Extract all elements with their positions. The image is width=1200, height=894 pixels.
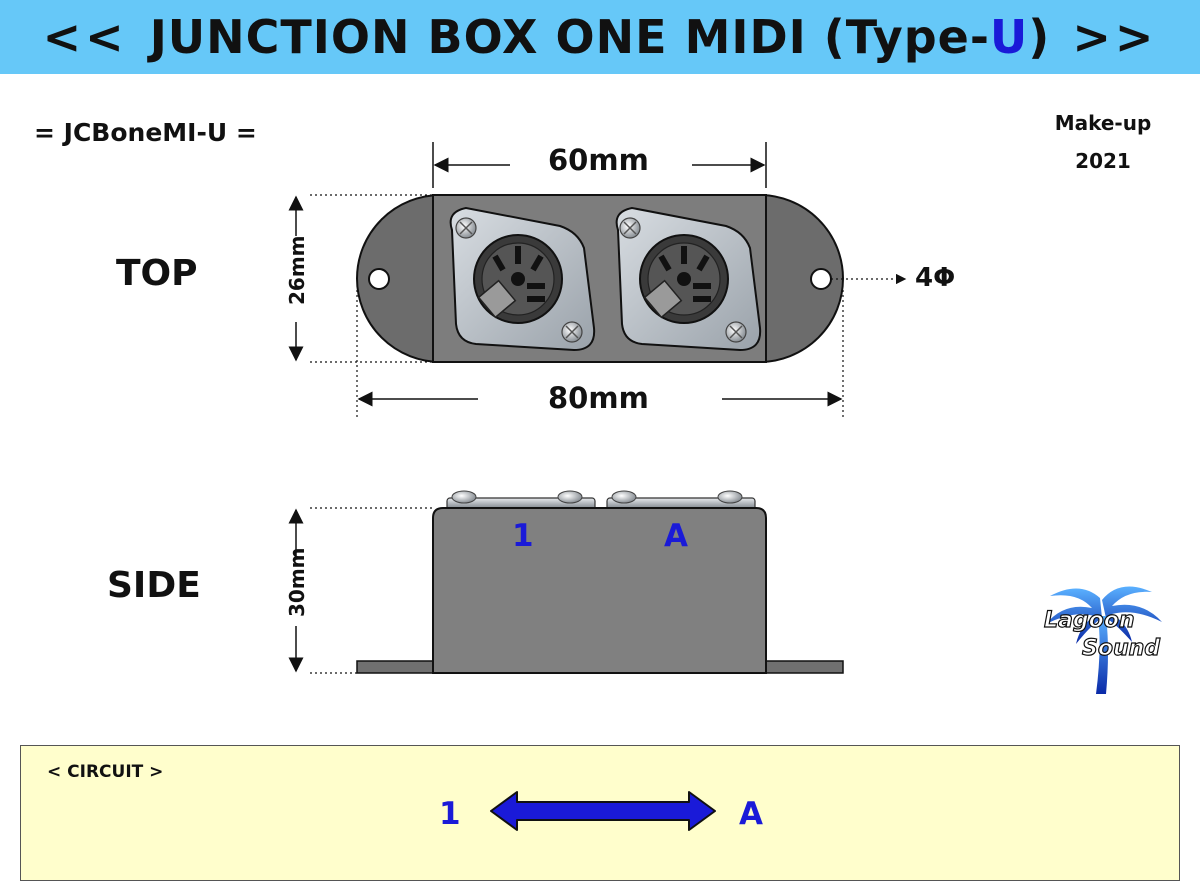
dimension-30mm: 30mm: [285, 547, 309, 617]
logo-text-line2: Sound: [1081, 635, 1161, 661]
dimension-26mm: 26mm: [285, 235, 309, 305]
hole-diameter-label: 4Φ: [915, 263, 956, 293]
dimension-60mm: 60mm: [548, 143, 649, 177]
side-view-label: SIDE: [107, 565, 201, 606]
title-left-marker: <<: [42, 10, 128, 64]
side-port-label-1: 1: [512, 518, 534, 554]
side-port-label-a: A: [664, 518, 688, 554]
circuit-title: < CIRCUIT >: [47, 762, 164, 782]
palm-tree-icon: [1046, 586, 1162, 694]
side-view: [288, 490, 844, 674]
makeup-year: 2021: [1075, 149, 1131, 173]
circuit-port-to: A: [739, 796, 763, 832]
title-close: ): [1028, 10, 1051, 64]
lagoon-sound-logo: Lagoon Sound: [1040, 578, 1170, 696]
mount-hole-right: [810, 268, 832, 290]
side-box: [432, 507, 767, 674]
dimension-80mm: 80mm: [548, 381, 649, 415]
circuit-panel: < CIRCUIT > 1 A: [20, 745, 1180, 881]
top-view-label: TOP: [116, 253, 198, 294]
midi-connector-1: [449, 206, 596, 352]
makeup-info: Make-up 2021: [1030, 104, 1176, 180]
midi-connector-2: [615, 206, 762, 352]
model-code: = JCBoneMI-U =: [34, 118, 257, 147]
title-right-marker: >>: [1072, 10, 1158, 64]
logo-text-line1: Lagoon: [1043, 607, 1135, 633]
circuit-port-from: 1: [439, 796, 461, 832]
title-main: JUNCTION BOX ONE MIDI (Type-: [149, 10, 990, 64]
top-view: [288, 142, 907, 420]
title-banner: << JUNCTION BOX ONE MIDI (Type-U) >>: [0, 0, 1200, 74]
bidirectional-arrow-icon: [490, 791, 716, 831]
mount-hole-left: [368, 268, 390, 290]
mechanical-drawing: [288, 142, 907, 674]
title-accent: U: [989, 10, 1029, 64]
makeup-label: Make-up: [1054, 111, 1152, 135]
